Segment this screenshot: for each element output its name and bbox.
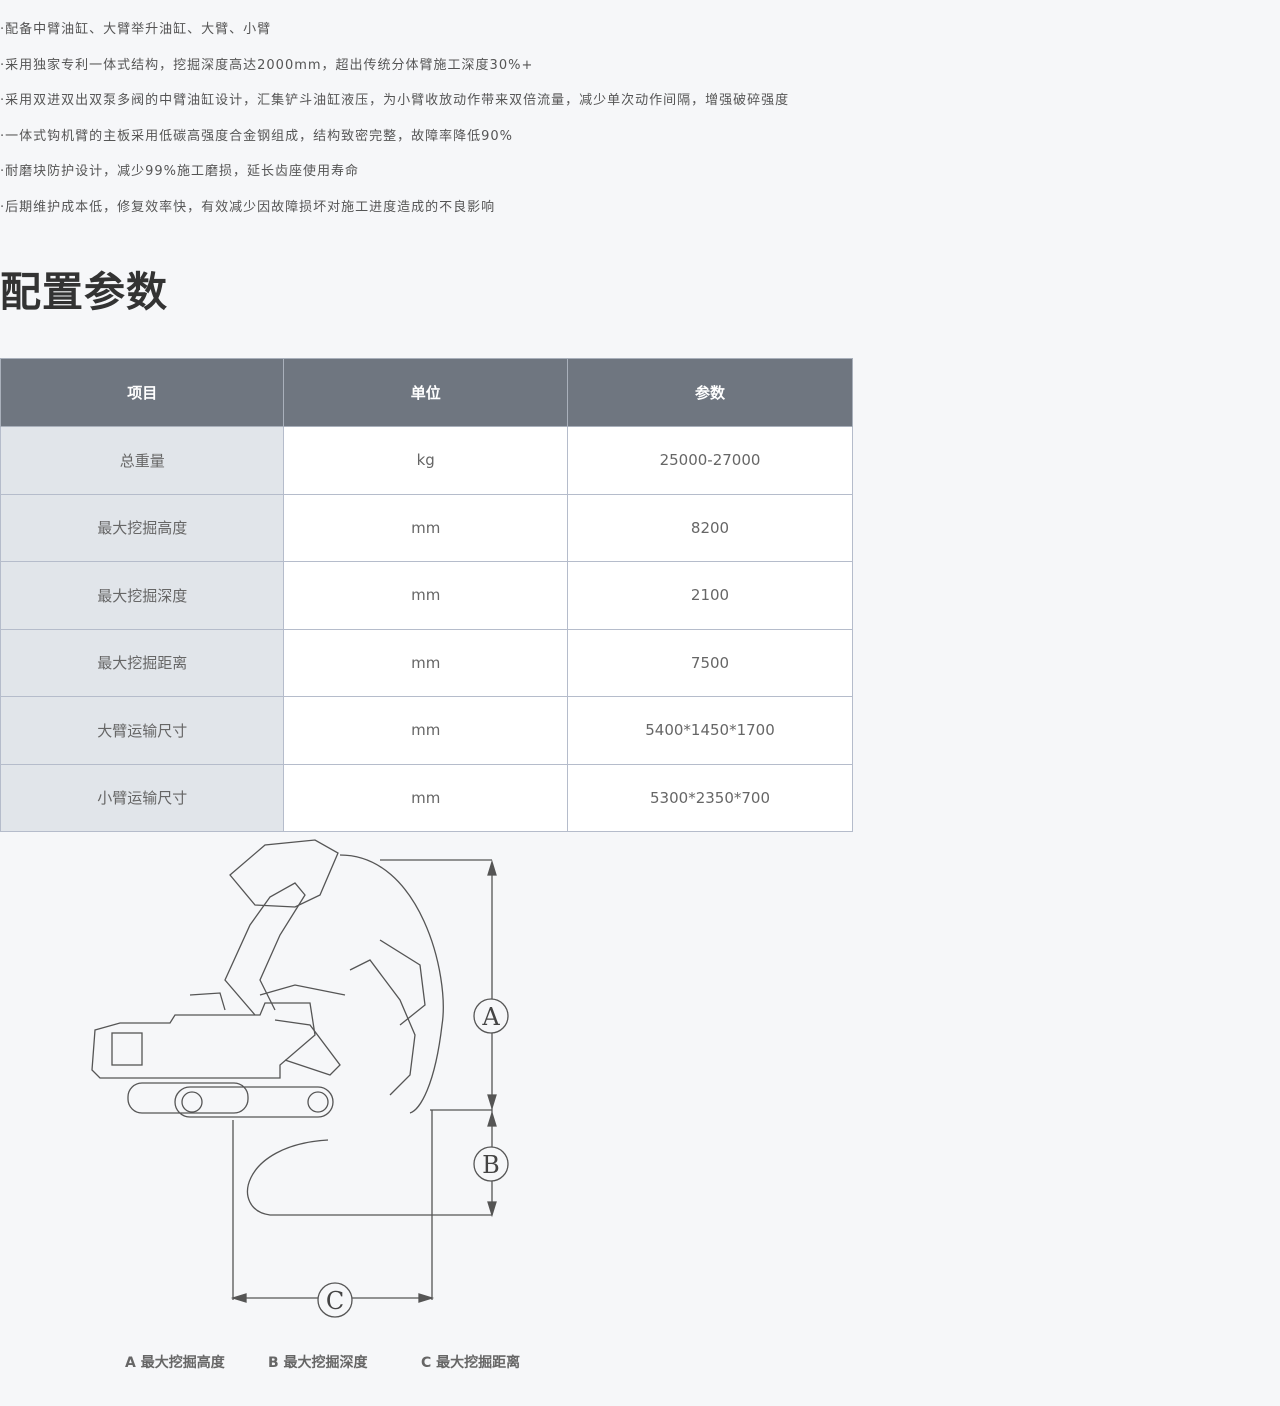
spec-value: 8200 <box>567 493 853 562</box>
spec-name: 小臂运输尺寸 <box>0 763 285 832</box>
legend-c: C 最大挖掘距离 <box>421 1355 521 1371</box>
spec-value: 2100 <box>567 561 853 630</box>
feature-item: ·一体式钩机臂的主板采用低碳高强度合金钢组成，结构致密完整，故障率降低90% <box>0 128 514 144</box>
spec-unit: kg <box>283 426 569 495</box>
header-item: 项目 <box>0 358 285 427</box>
spec-name: 最大挖掘距离 <box>0 628 285 697</box>
header-unit: 单位 <box>283 358 569 427</box>
dimension-label-a: A <box>481 1003 500 1031</box>
spec-name: 最大挖掘高度 <box>0 493 285 562</box>
excavator-icon <box>91 839 426 1118</box>
spec-name: 大臂运输尺寸 <box>0 696 285 765</box>
feature-item: ·采用独家专利一体式结构，挖掘深度高达2000mm，超出传统分体臂施工深度30%… <box>0 57 534 73</box>
feature-item: ·耐磨块防护设计，减少99%施工磨损，延长齿座使用寿命 <box>0 164 360 180</box>
feature-item: ·采用双进双出双泵多阀的中臂油缸设计，汇集铲斗油缸液压，为小臂收放动作带来双倍流… <box>0 93 790 109</box>
spec-name: 总重量 <box>0 426 285 495</box>
spec-value: 5400*1450*1700 <box>567 696 853 765</box>
excavator-diagram: A B C <box>91 839 509 1318</box>
spec-value: 25000-27000 <box>567 426 853 495</box>
spec-name: 最大挖掘深度 <box>0 561 285 630</box>
spec-unit: mm <box>283 561 569 630</box>
dimension-label-c: C <box>326 1287 344 1315</box>
header-value: 参数 <box>567 358 853 427</box>
spec-unit: mm <box>283 696 569 765</box>
spec-unit: mm <box>283 628 569 697</box>
feature-item: ·后期维护成本低，修复效率快，有效减少因故障损坏对施工进度造成的不良影响 <box>0 199 496 215</box>
spec-unit: mm <box>283 493 569 562</box>
table-header-row: 项目 单位 参数 <box>0 358 853 427</box>
feature-list: ·配备中臂油缸、大臂举升油缸、大臂、小臂 ·采用独家专利一体式结构，挖掘深度高达… <box>0 18 789 232</box>
spec-value: 5300*2350*700 <box>567 763 853 832</box>
legend-b: B 最大挖掘深度 <box>268 1355 368 1371</box>
legend-a: A 最大挖掘高度 <box>125 1355 225 1371</box>
feature-item: ·配备中臂油缸、大臂举升油缸、大臂、小臂 <box>0 22 272 37</box>
section-title: 配置参数 <box>0 268 168 316</box>
spec-unit: mm <box>283 763 569 832</box>
dimension-label-b: B <box>482 1151 500 1179</box>
spec-value: 7500 <box>567 628 853 697</box>
